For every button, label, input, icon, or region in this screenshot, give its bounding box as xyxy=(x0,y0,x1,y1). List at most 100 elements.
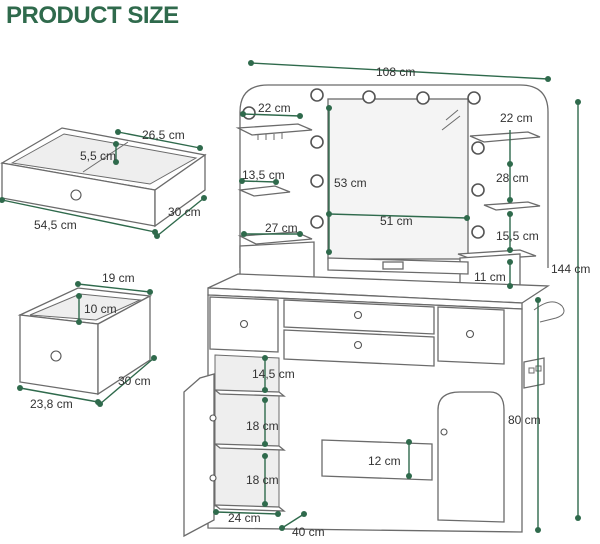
dimension-dot xyxy=(545,76,551,82)
page-title: PRODUCT SIZE xyxy=(6,2,179,29)
dimension-lines xyxy=(0,60,581,533)
dimension-dot xyxy=(262,453,268,459)
small-drawer-depth-label: 30 cm xyxy=(118,374,151,388)
dimension-dot xyxy=(464,215,470,221)
cabinet-shelf-1-label: 14,5 cm xyxy=(252,367,295,381)
dimension-dot xyxy=(507,283,513,289)
mirror-width-label: 51 cm xyxy=(380,214,413,228)
desk-height-label: 80 cm xyxy=(508,413,541,427)
dimension-dot xyxy=(575,99,581,105)
dimension-dot xyxy=(0,197,5,203)
dimension-dot xyxy=(262,397,268,403)
dimension-line xyxy=(156,197,205,237)
dimension-dot xyxy=(507,259,513,265)
mirror-glare xyxy=(445,109,459,121)
dimension-dot xyxy=(535,297,541,303)
right-shelf-base-label: 11 cm xyxy=(474,270,506,284)
small-drawer-front-label: 23,8 cm xyxy=(30,397,73,411)
big-drawer-illustration xyxy=(0,127,207,228)
dimension-dot xyxy=(507,197,513,203)
right-shelf xyxy=(483,201,541,211)
dimension-dot xyxy=(147,289,153,295)
small-drawer-height-label: 10 cm xyxy=(84,302,117,316)
dimension-dot xyxy=(301,511,307,517)
light-bulb xyxy=(362,90,376,104)
light-bulb xyxy=(471,225,485,239)
dimension-dot xyxy=(326,249,332,255)
dimension-dot xyxy=(273,179,279,185)
door-hinge xyxy=(209,474,217,482)
big-drawer-divider xyxy=(82,141,129,173)
mirror-glare xyxy=(441,115,461,131)
small-drawer-knob xyxy=(50,350,62,362)
light-bulb xyxy=(310,215,324,229)
small-drawer-inner xyxy=(29,293,142,321)
small-drawer-side xyxy=(97,294,151,396)
light-bulb xyxy=(467,91,481,105)
dimension-dot xyxy=(262,387,268,393)
dimension-dot xyxy=(241,231,247,237)
cabinet-shelf xyxy=(213,389,286,397)
door-knob xyxy=(440,428,448,436)
dimension-dot xyxy=(406,473,412,479)
big-drawer-depth-label: 26,5 cm xyxy=(142,128,185,142)
vanity-illustration xyxy=(183,84,565,538)
light-bulb xyxy=(310,135,324,149)
drawer-knob xyxy=(465,329,475,339)
dimension-line xyxy=(77,283,151,293)
dimension-dot xyxy=(279,525,285,531)
dimension-dot xyxy=(297,231,303,237)
right-shelf xyxy=(469,131,541,143)
small-drawer-illustration xyxy=(17,287,153,396)
left-shelf-mid-label: 13,5 cm xyxy=(242,168,285,182)
dimension-line xyxy=(117,131,201,149)
dimension-dot xyxy=(76,319,82,325)
right-shelf-mid-label: 28 cm xyxy=(496,171,529,185)
dimension-dot xyxy=(17,385,23,391)
dimension-dot xyxy=(297,113,303,119)
left-shelf-bottom-label: 27 cm xyxy=(265,221,298,235)
left-cabinet-door xyxy=(183,373,215,538)
cabinet-shelf-2-label: 18 cm xyxy=(246,419,279,433)
mirror-height-label: 53 cm xyxy=(334,176,367,190)
dimension-line xyxy=(250,62,549,80)
dimension-line xyxy=(242,113,301,117)
big-drawer-side xyxy=(154,153,206,228)
small-drawer-width-label: 19 cm xyxy=(102,271,135,285)
big-drawer-width-label: 54,5 cm xyxy=(34,218,77,232)
total-height-label: 144 cm xyxy=(551,262,590,276)
dimension-dot xyxy=(507,211,513,217)
dimension-dot xyxy=(151,355,157,361)
dimension-line xyxy=(99,357,155,405)
total-width-label: 108 cm xyxy=(376,65,415,79)
dimension-dot xyxy=(75,281,81,287)
mirror xyxy=(327,98,469,260)
cabinet-shelf xyxy=(213,443,286,451)
dimension-dot xyxy=(262,501,268,507)
dimension-dot xyxy=(575,515,581,521)
dimension-line xyxy=(1,199,156,233)
drawer-knob xyxy=(353,340,363,350)
dimension-dot xyxy=(213,509,219,515)
door-hinge xyxy=(209,414,217,422)
left-shelf-top-label: 22 cm xyxy=(258,101,291,115)
light-bulb xyxy=(310,174,324,188)
dimension-dot xyxy=(262,355,268,361)
dimension-dot xyxy=(326,105,332,111)
drawer-knob xyxy=(353,310,363,320)
left-shelf xyxy=(237,185,291,197)
cabinet-width-label: 24 cm xyxy=(228,511,261,525)
dimension-dot xyxy=(115,129,121,135)
dimension-line xyxy=(215,511,279,515)
left-shelf xyxy=(235,123,313,136)
light-bulb xyxy=(471,183,485,197)
dimension-dot xyxy=(239,178,245,184)
dimension-dot xyxy=(535,527,541,533)
dimension-dot xyxy=(76,293,82,299)
dimension-line xyxy=(281,513,305,529)
depth-label: 40 cm xyxy=(292,525,325,539)
dimension-line xyxy=(19,387,99,403)
drawer-knob xyxy=(239,319,249,329)
